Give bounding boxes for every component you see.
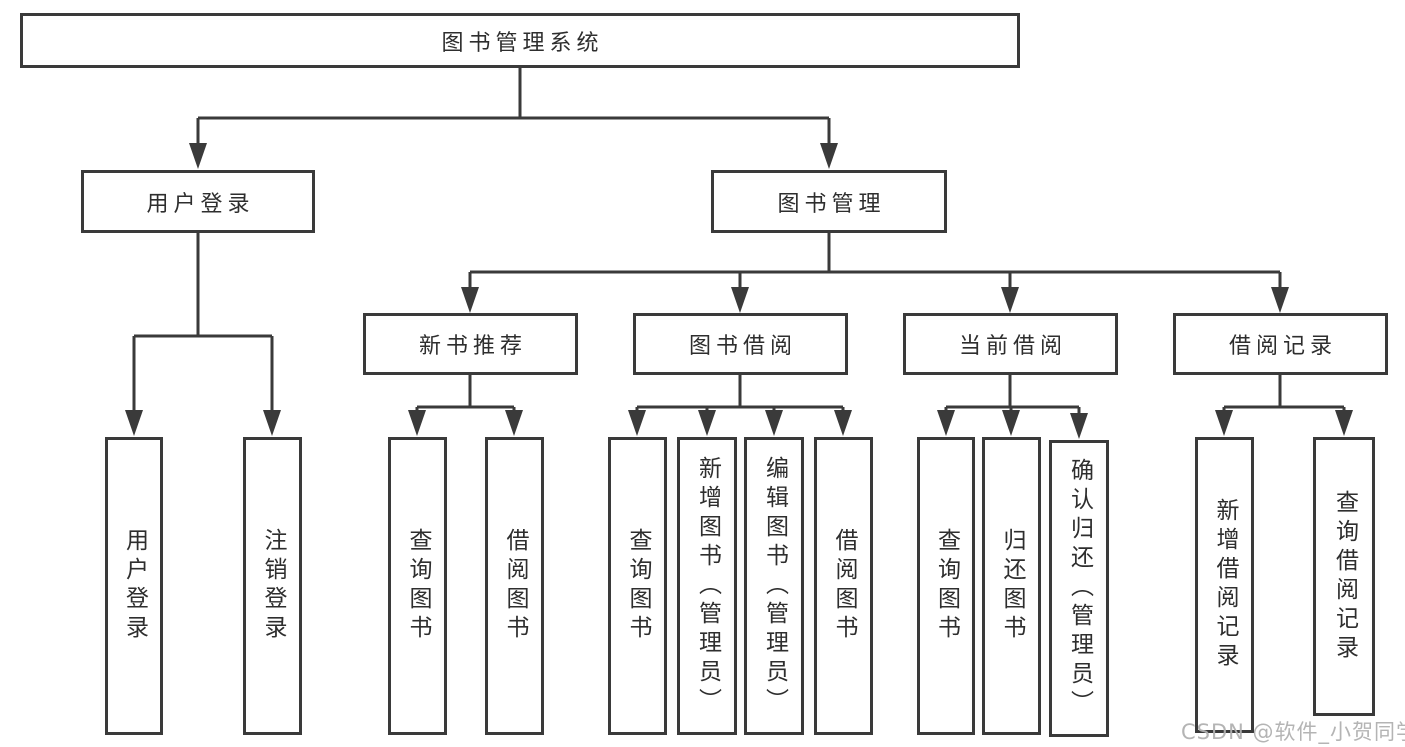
leaf-edit-books-admin: 编辑图书（管理员）	[744, 437, 804, 735]
leaf-add-borrow-record: 新增借阅记录	[1195, 437, 1254, 733]
leaf-query-books-recommend: 查询图书	[388, 437, 447, 735]
leaf-borrow-books: 借阅图书	[814, 437, 873, 735]
node-user-login: 用户登录	[81, 170, 315, 233]
node-current-borrow: 当前借阅	[903, 313, 1118, 375]
leaf-query-books-borrow: 查询图书	[608, 437, 667, 735]
csdn-watermark: CSDN @软件_小贺同学	[1181, 720, 1405, 744]
node-book-borrow: 图书借阅	[633, 313, 848, 375]
leaf-query-books-current: 查询图书	[917, 437, 975, 735]
leaf-query-borrow-record: 查询借阅记录	[1313, 437, 1375, 716]
leaf-user-login: 用户登录	[105, 437, 163, 735]
node-borrow-records: 借阅记录	[1173, 313, 1388, 375]
leaf-return-books: 归还图书	[982, 437, 1041, 735]
node-book-management: 图书管理	[711, 170, 947, 233]
leaf-add-books-admin: 新增图书（管理员）	[677, 437, 737, 735]
leaf-logout-login: 注销登录	[243, 437, 302, 735]
node-new-book-recommend: 新书推荐	[363, 313, 578, 375]
leaf-confirm-return-admin: 确认归还（管理员）	[1049, 440, 1109, 737]
leaf-borrow-books-recommend: 借阅图书	[485, 437, 544, 735]
node-root-system: 图书管理系统	[20, 13, 1020, 68]
